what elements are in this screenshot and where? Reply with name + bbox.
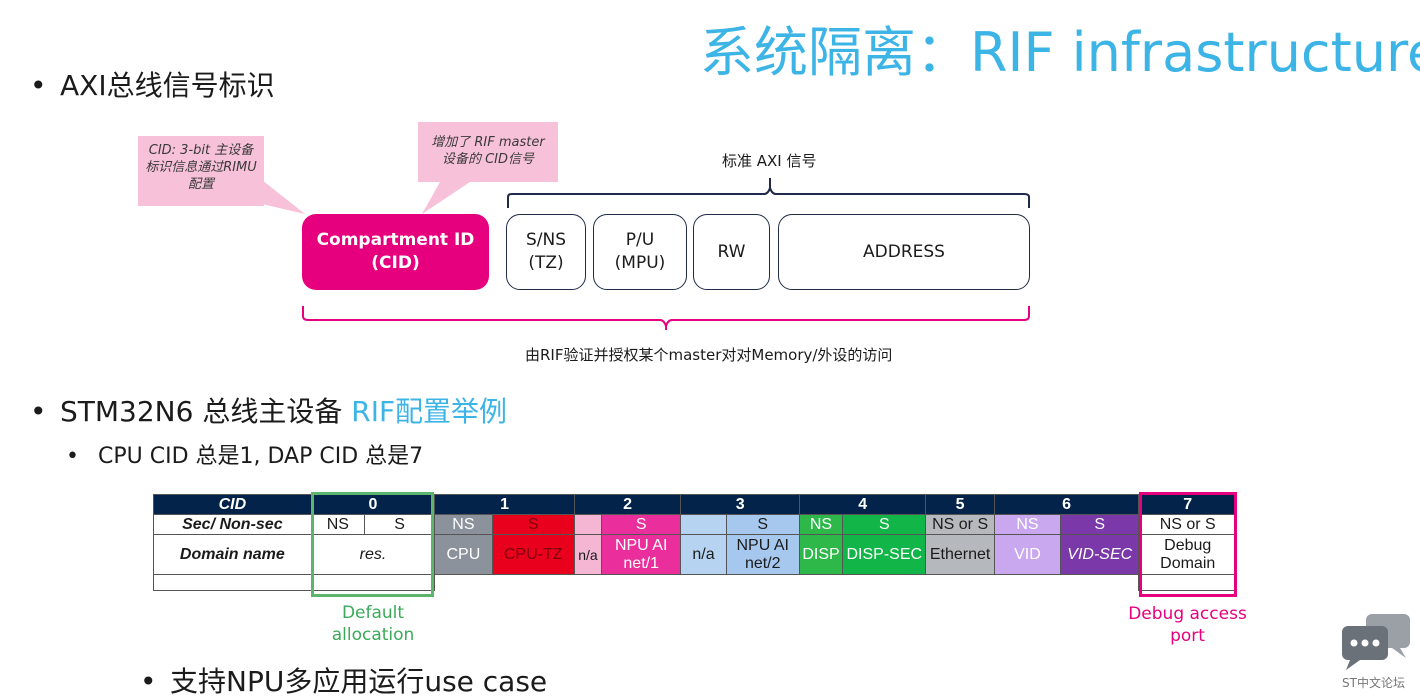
signal-box-sns: S/NS (TZ) xyxy=(506,214,586,290)
domain-vid: VID xyxy=(993,534,1062,575)
cid-2: 2 xyxy=(573,494,682,515)
empty-cell xyxy=(153,574,312,591)
bullet-axi-text: AXI总线信号标识 xyxy=(60,69,275,102)
domain-ethernet: Ethernet xyxy=(925,534,995,575)
compartment-id-box: Compartment ID (CID) xyxy=(302,214,489,290)
domain-res: res. xyxy=(310,534,436,575)
sec-cell: S xyxy=(601,514,682,535)
domain-cpu-tz: CPU-TZ xyxy=(491,534,575,575)
table-row-sec: Sec/ Non-sec NS S NS S S S NS S NS or S … xyxy=(153,514,1237,535)
sec-cell: NS xyxy=(993,514,1062,535)
debug-access-outline xyxy=(1139,492,1237,597)
bullet-npu-text: 支持NPU多应用运行use case xyxy=(170,665,548,698)
bullet-stm32n6-accent: RIF配置举例 xyxy=(351,395,508,428)
cid-box-line2: (CID) xyxy=(371,253,420,273)
cid-3: 3 xyxy=(680,494,800,515)
signal-sns-line1: S/NS xyxy=(525,230,567,250)
bullet-stm32n6: • STM32N6 总线主设备 RIF配置举例 xyxy=(30,390,507,430)
row-header-cid: CID xyxy=(153,494,312,515)
sec-cell-empty xyxy=(680,514,727,535)
signal-rw-label: RW xyxy=(717,241,746,262)
empty-cell xyxy=(434,574,1139,591)
sec-cell: S xyxy=(725,514,800,535)
bullet-axi: • AXI总线信号标识 xyxy=(30,64,275,104)
sub-bullet-dot: • xyxy=(66,444,79,469)
signal-sns-line2: (TZ) xyxy=(528,253,564,273)
row-header-domain: Domain name xyxy=(153,534,312,575)
signal-box-rw: RW xyxy=(693,214,770,290)
bullet-dot: • xyxy=(30,395,47,428)
sec-cell-empty xyxy=(573,514,603,535)
sub-bullet-cid: • CPU CID 总是1, DAP CID 总是7 xyxy=(66,438,423,470)
signal-address-label: ADDRESS xyxy=(863,241,945,262)
domain-disp-sec: DISP-SEC xyxy=(842,534,927,575)
sec-cell: NS xyxy=(798,514,844,535)
bottom-brace xyxy=(302,306,1030,330)
signal-pu-line1: P/U xyxy=(625,230,655,250)
domain-na-1: n/a xyxy=(573,534,603,575)
signal-box-pu: P/U (MPU) xyxy=(593,214,687,290)
rif-config-table: CID 0 1 2 3 4 5 6 7 Sec/ Non-sec NS S NS… xyxy=(153,494,1237,591)
callout-cid-config: CID: 3-bit 主设备标识信息通过RIMU配置 xyxy=(138,136,264,206)
callout-right-pointer xyxy=(422,182,470,214)
cid-1: 1 xyxy=(434,494,575,515)
default-allocation-note: Default allocation xyxy=(331,603,415,645)
rif-access-label: 由RIF验证并授权某个master对对Memory/外设的访问 xyxy=(525,346,893,364)
callout-left-pointer xyxy=(262,180,305,214)
sec-cell: S xyxy=(491,514,575,535)
table-row-empty xyxy=(153,574,1237,591)
sec-cell: NS xyxy=(434,514,493,535)
domain-na-2: n/a xyxy=(680,534,727,575)
cid-6: 6 xyxy=(993,494,1140,515)
table-row-domain: Domain name res. CPU CPU-TZ n/a NPU AI n… xyxy=(153,534,1237,575)
bullet-npu: • 支持NPU多应用运行use case xyxy=(140,660,547,698)
sec-cell: S xyxy=(1060,514,1140,535)
axi-signal-label: 标准 AXI 信号 xyxy=(722,152,817,170)
cid-4: 4 xyxy=(798,494,927,515)
bullet-dot: • xyxy=(30,69,47,102)
signal-box-address: ADDRESS xyxy=(778,214,1030,290)
cid-5: 5 xyxy=(925,494,995,515)
signal-pu-line2: (MPU) xyxy=(614,253,666,273)
cid-box-line1: Compartment ID xyxy=(316,230,475,250)
row-header-sec: Sec/ Non-sec xyxy=(153,514,312,535)
sec-cell: S xyxy=(842,514,927,535)
axi-brace xyxy=(507,178,1030,208)
bullet-stm32n6-prefix: STM32N6 总线主设备 xyxy=(60,395,352,428)
forum-brand: ST中文论坛 xyxy=(1342,676,1405,690)
domain-npu-2: NPU AI net/2 xyxy=(725,534,800,575)
debug-access-note: Debug access port xyxy=(1128,604,1247,646)
cid-7: 7 xyxy=(1138,494,1237,515)
bullet-dot: • xyxy=(140,665,157,698)
default-allocation-outline xyxy=(311,492,434,597)
domain-vid-sec: VID-SEC xyxy=(1060,534,1140,575)
domain-npu-1: NPU AI net/1 xyxy=(601,534,682,575)
sec-cell: NS or S xyxy=(925,514,995,535)
callout-rif-master: 增加了 RIF master 设备的 CID信号 xyxy=(418,122,558,182)
domain-disp: DISP xyxy=(798,534,844,575)
domain-cpu: CPU xyxy=(434,534,493,575)
chat-bubbles-icon xyxy=(1342,614,1410,670)
slide-title: 系统隔离：RIF infrastructure xyxy=(700,21,1420,84)
sub-bullet-text: CPU CID 总是1, DAP CID 总是7 xyxy=(98,444,424,469)
